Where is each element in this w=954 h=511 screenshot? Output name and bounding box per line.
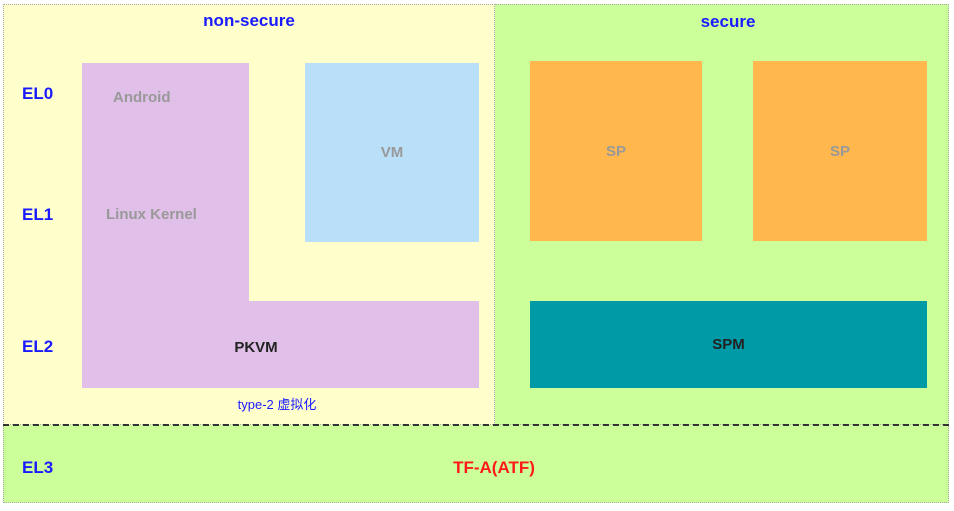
pkvm-label: PKVM [234, 338, 278, 356]
sp-left-label: SP [605, 142, 626, 160]
android-label: Android [113, 89, 171, 106]
atf-label: TF-A(ATF) [453, 458, 535, 477]
sp-block-left: SP [530, 61, 702, 241]
pkvm-block [82, 63, 479, 388]
secure-title: secure [700, 12, 756, 31]
el3-divider-line [3, 424, 949, 426]
spm-block: SPM [530, 301, 927, 388]
el2-label: EL2 [22, 337, 54, 356]
el1-label: EL1 [22, 205, 54, 224]
sp-right-label: SP [829, 142, 850, 160]
vm-label: VM [380, 144, 404, 161]
spm-label: SPM [712, 336, 745, 353]
linux-kernel-label: Linux Kernel [106, 206, 197, 223]
sp-block-right: SP [753, 61, 927, 241]
el3-label: EL3 [22, 458, 54, 477]
non-secure-title: non-secure [203, 11, 295, 30]
vm-block: VM [305, 63, 479, 242]
type2-virtualization-note: type-2 虚拟化 [237, 397, 317, 412]
el0-label: EL0 [22, 84, 54, 103]
el3-region [3, 425, 949, 503]
